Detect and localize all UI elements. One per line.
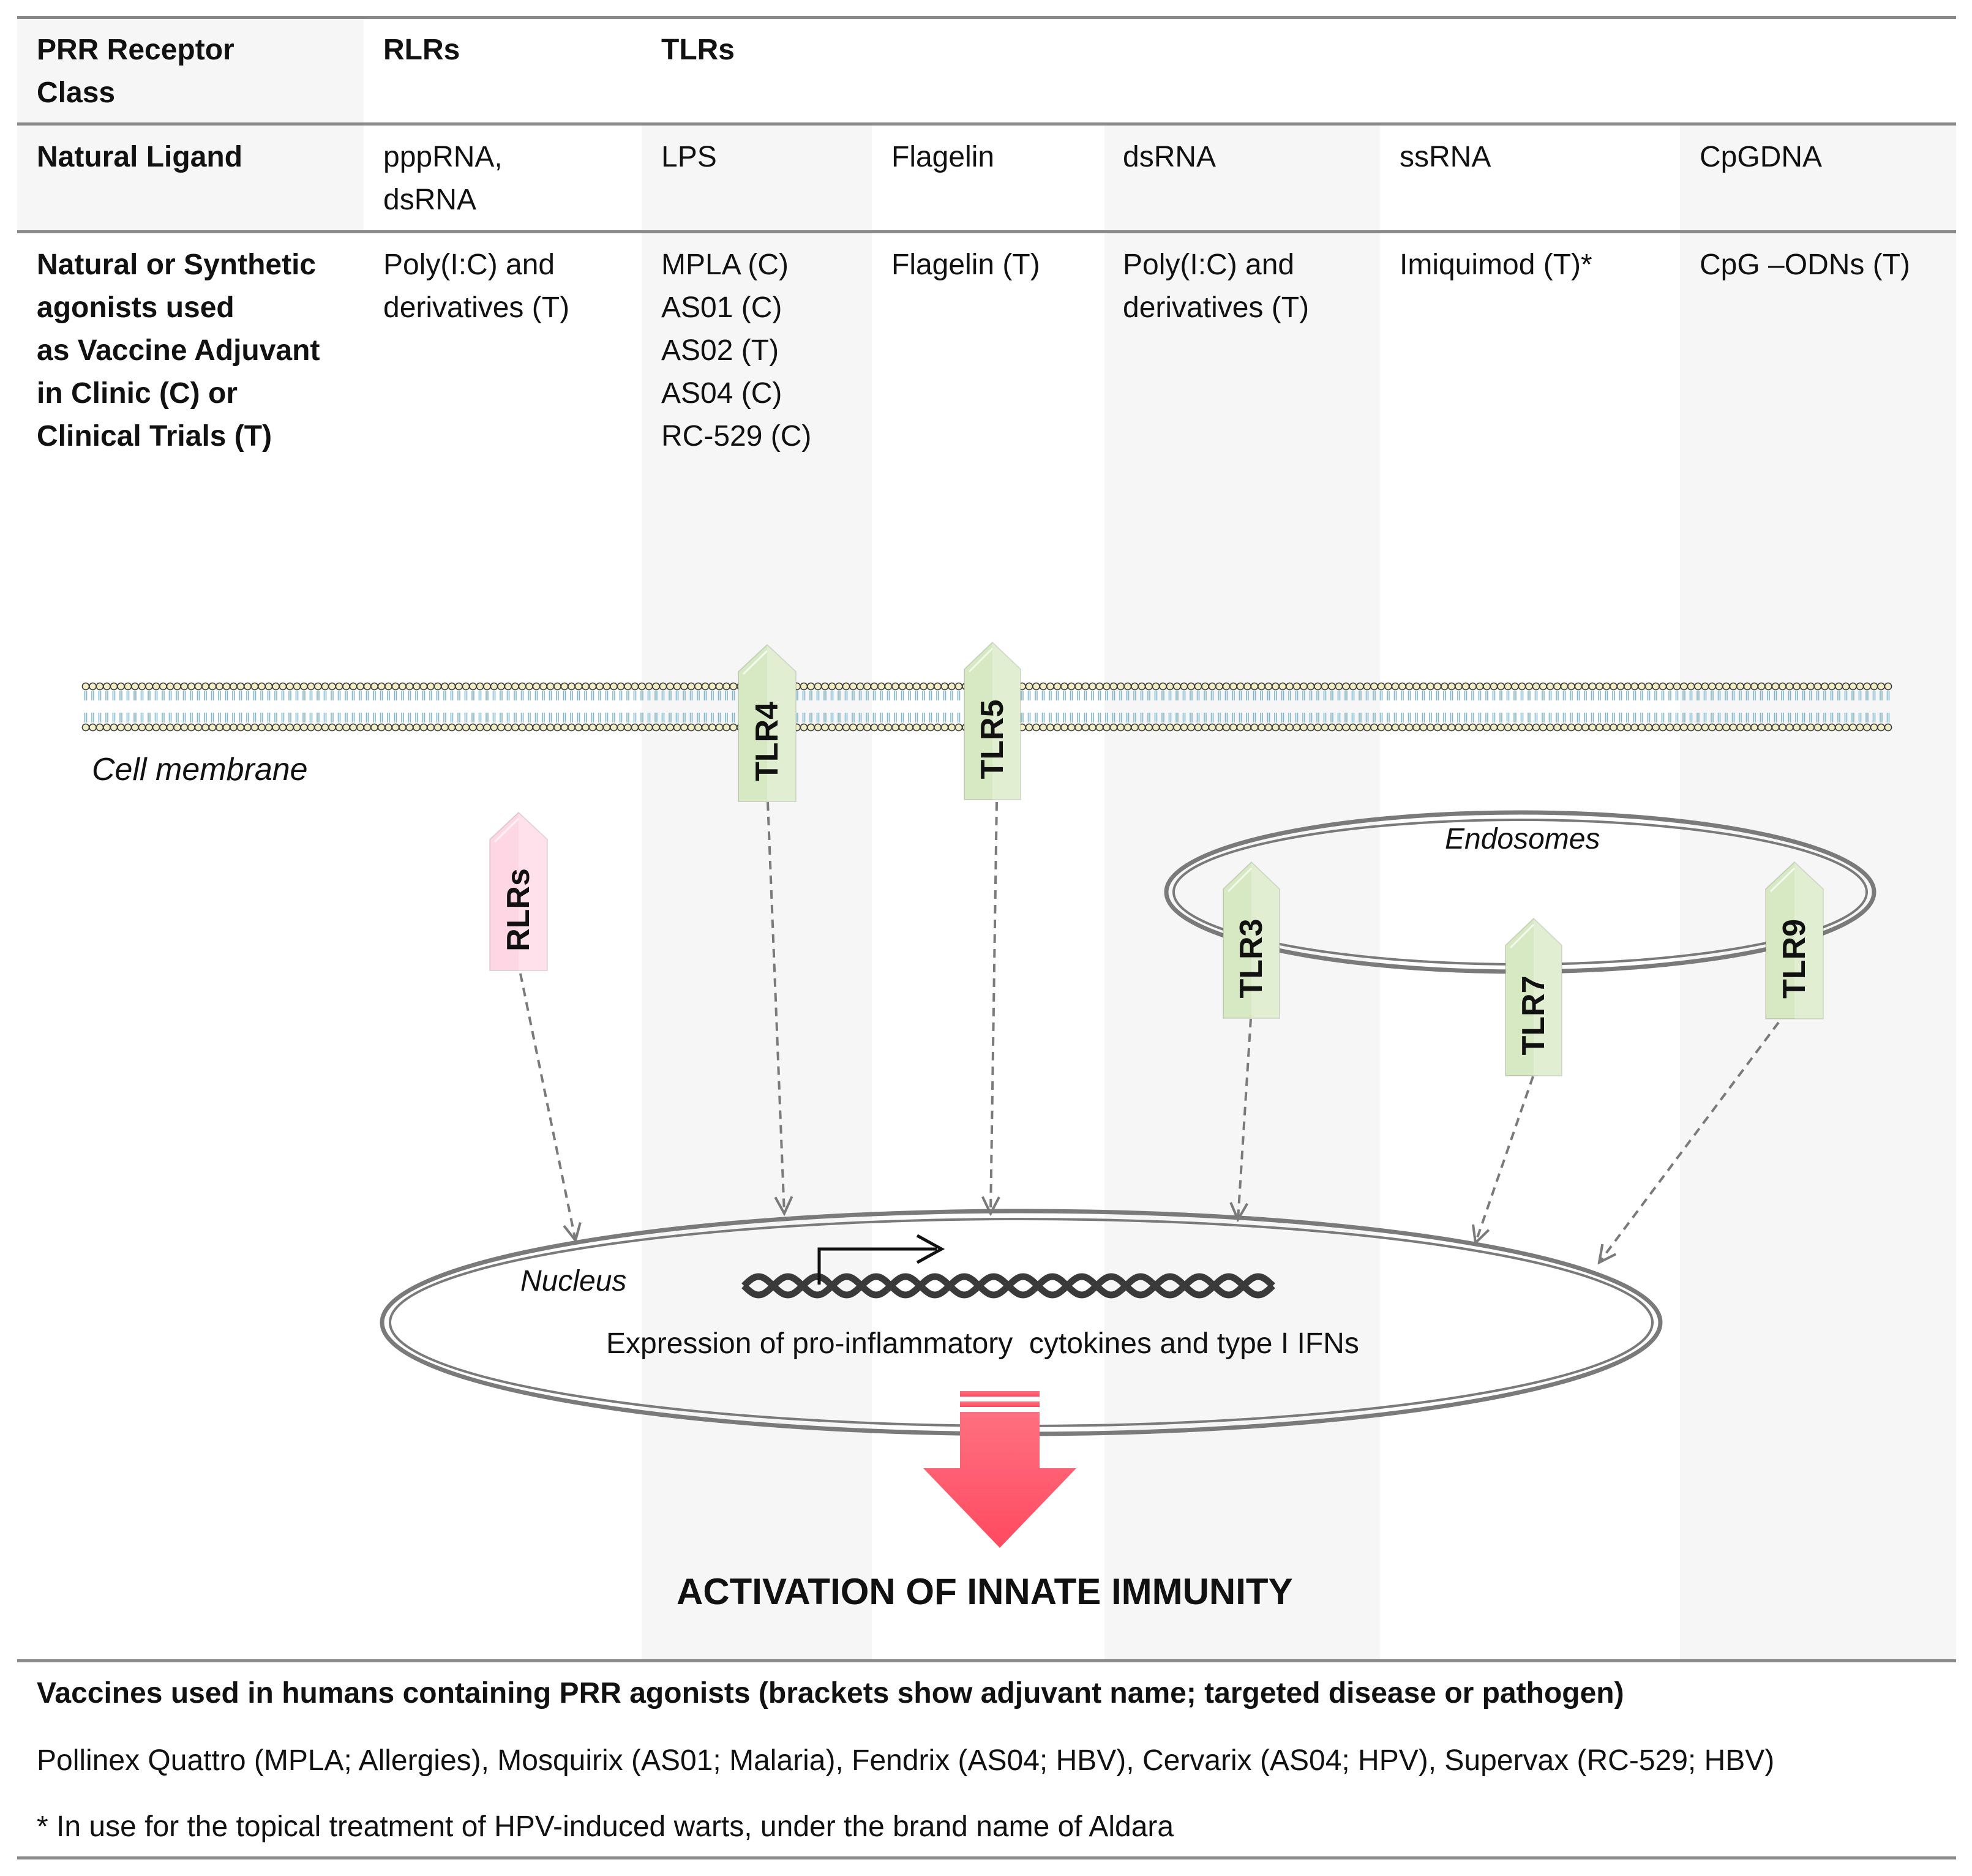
- arrow-rlrs: [519, 973, 575, 1240]
- ligand-tlr5: Flagelin: [891, 141, 995, 173]
- cell-membrane: [81, 682, 1892, 732]
- agonist-tlr7: Imiquimod (T)*: [1400, 249, 1592, 281]
- rule-top: [17, 16, 1956, 19]
- receptor-label-tlr3: TLR3: [1234, 919, 1269, 999]
- arrow-tlr4: [767, 801, 784, 1214]
- arrow-tlr3: [1238, 1018, 1252, 1220]
- footer-note: * In use for the topical treatment of HP…: [37, 1810, 1174, 1843]
- ligand-rlrs: pppRNA, dsRNA: [383, 141, 503, 216]
- outcome-label: ACTIVATION OF INNATE IMMUNITY: [677, 1571, 1293, 1612]
- rule-row2: [17, 230, 1956, 233]
- row-label-receptor-class: PRR Receptor Class: [37, 34, 234, 109]
- ligand-tlr4: LPS: [661, 141, 717, 173]
- arrow-tlr5: [991, 801, 997, 1214]
- receptor-tlr7: TLR7: [1505, 917, 1562, 1076]
- ligand-tlr3: dsRNA: [1123, 141, 1217, 173]
- row-label-agonists: Natural or Synthetic agonists used as Va…: [37, 249, 320, 452]
- rule-footer: [17, 1659, 1956, 1662]
- ligand-tlr7: ssRNA: [1400, 141, 1491, 173]
- expression-text: Expression of pro-inflammatory cytokines…: [606, 1327, 1359, 1360]
- agonist-tlr5: Flagelin (T): [891, 249, 1040, 281]
- column-shade-tlr4: [642, 126, 872, 1659]
- receptor-label-tlr7: TLR7: [1516, 976, 1551, 1056]
- receptor-label-tlr5: TLR5: [975, 700, 1010, 779]
- receptor-tlr9: TLR9: [1765, 861, 1824, 1019]
- receptor-tlr5: TLR5: [964, 641, 1021, 800]
- receptor-label-rlrs: RLRs: [501, 868, 536, 951]
- receptor-label-tlr9: TLR9: [1777, 919, 1812, 999]
- rule-bottom: [17, 1856, 1956, 1859]
- row-label-natural-ligand: Natural Ligand: [37, 141, 243, 173]
- class-rlrs: RLRs: [383, 34, 460, 66]
- footer-vaccines: Pollinex Quattro (MPLA; Allergies), Mosq…: [37, 1744, 1775, 1777]
- arrow-tlr7: [1475, 1076, 1534, 1243]
- arrow-tlr9: [1599, 1021, 1780, 1263]
- footer-heading: Vaccines used in humans containing PRR a…: [37, 1677, 1624, 1709]
- agonist-rlrs: Poly(I:C) and derivatives (T): [383, 249, 570, 324]
- column-shade-label: [17, 18, 364, 123]
- agonist-tlr9: CpG –ODNs (T): [1700, 249, 1911, 281]
- rule-row1: [17, 122, 1956, 126]
- signaling-arrows: [519, 801, 1780, 1263]
- endosomes-label: Endosomes: [1445, 823, 1600, 855]
- activation-arrow: [923, 1391, 1076, 1548]
- receptor-tlr4: TLR4: [738, 643, 797, 802]
- agonist-tlr3: Poly(I:C) and derivatives (T): [1123, 249, 1310, 324]
- class-tlrs: TLRs: [661, 34, 735, 66]
- cell-membrane-label: Cell membrane: [92, 752, 308, 787]
- dna-helix: [741, 1273, 1275, 1299]
- agonist-tlr4: MPLA (C) AS01 (C) AS02 (T) AS04 (C) RC-5…: [661, 249, 812, 452]
- nucleus-label: Nucleus: [520, 1265, 627, 1297]
- column-shade-label-rows: [17, 126, 364, 231]
- ligand-tlr9: CpGDNA: [1700, 141, 1823, 173]
- receptor-rlrs: RLRs: [489, 811, 548, 971]
- transcription-start-arrow: [817, 1234, 945, 1285]
- receptor-label-tlr4: TLR4: [749, 702, 785, 781]
- receptor-tlr3: TLR3: [1223, 861, 1280, 1019]
